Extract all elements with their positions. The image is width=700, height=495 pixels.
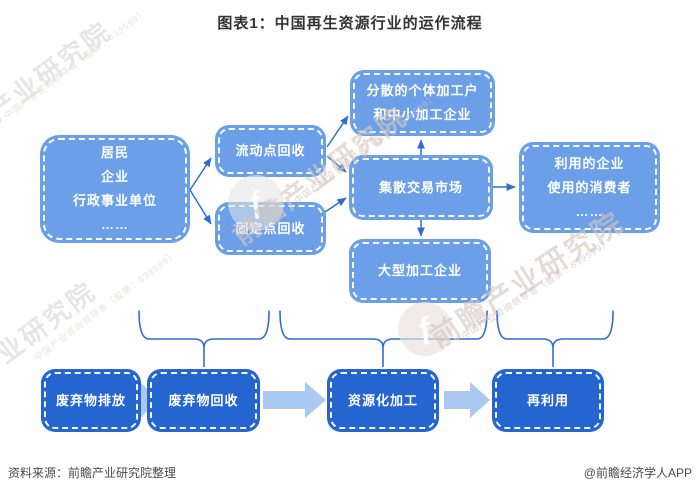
arrow-fixed-to-market [324, 197, 347, 213]
box-fixed-collection: 固定点回收 [218, 205, 323, 252]
box-source-entities: 居民 企业 行政事业单位 …… [43, 138, 187, 240]
watermark-tagline-text: 中国产业咨询领导者（股票：839599） [32, 248, 179, 363]
footer-credit: @前瞻经济学人APP [583, 466, 692, 480]
box-label: 流动点回收 [235, 143, 306, 158]
stage-label: 废弃物排放 [55, 392, 126, 408]
stage-label: 资源化加工 [347, 392, 418, 408]
arrow-mobile-to-small-processors [326, 115, 349, 148]
stage-box-reuse: 再利用 [495, 372, 601, 429]
box-line: 分散的个体加工户 [366, 83, 479, 98]
box-label: 集散交易市场 [378, 179, 463, 195]
footer-source-note: 资料来源：前瞻产业研究院整理 [8, 466, 177, 480]
box-mobile-collection: 流动点回收 [218, 128, 323, 174]
fat-arrow-processing-to-reuse [444, 382, 490, 418]
box-large-processors: 大型加工企业 [352, 242, 488, 300]
stage-label: 废弃物回收 [168, 392, 239, 408]
stage-box-resource-processing: 资源化加工 [330, 372, 436, 429]
box-line: …… [575, 203, 604, 219]
box-label: 固定点回收 [235, 220, 306, 236]
box-line: 居民 [100, 145, 129, 160]
watermark-logo-circle: ƒ [398, 302, 452, 356]
brace-recycle-group [138, 310, 270, 367]
stage-box-waste-recycle: 废弃物回收 [150, 372, 257, 429]
arrow-mobile-to-market [326, 155, 347, 173]
figure-title: 图表1：中国再生资源行业的运作流程 [217, 15, 483, 32]
watermark-logo-glyph: ƒ [411, 310, 438, 347]
box-line: 利用的企业 [554, 155, 625, 171]
arrow-source-to-mobile [189, 157, 212, 191]
brace-reuse-group [496, 310, 614, 367]
stage-label: 再利用 [526, 392, 569, 408]
brace-processing-group [279, 310, 488, 367]
box-small-processors: 分散的个体加工户 和中小加工企业 [353, 73, 492, 133]
arrow-source-to-fixed [189, 189, 212, 225]
box-line: 企业 [100, 169, 129, 184]
box-label: 大型加工企业 [377, 263, 462, 278]
box-end-users: 利用的企业 使用的消费者 …… [522, 145, 657, 230]
box-line: …… [101, 217, 129, 232]
fat-arrow-recycle-to-processing [263, 382, 326, 418]
box-trading-market: 集散交易市场 [352, 158, 490, 217]
box-line: 使用的消费者 [547, 179, 632, 195]
stage-box-waste-discharge: 废弃物排放 [44, 372, 138, 429]
box-line: 和中小加工企业 [373, 107, 472, 122]
box-line: 行政事业单位 [72, 193, 157, 208]
